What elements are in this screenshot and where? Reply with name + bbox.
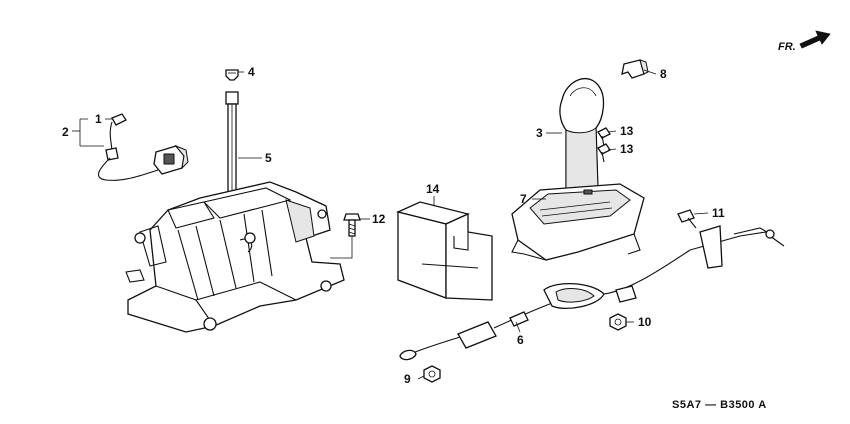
callout-14: 14	[426, 182, 440, 196]
callout-9: 9	[404, 372, 411, 386]
callout-4: 4	[248, 65, 255, 79]
bolt-11	[677, 209, 697, 229]
callout-2: 2	[62, 125, 69, 139]
front-direction-label: FR.	[778, 41, 796, 53]
leader-lines	[72, 69, 709, 380]
shift-knob	[559, 78, 605, 197]
screws-13	[597, 127, 611, 163]
diagram-code: S5A7 — B3500 A	[672, 399, 767, 411]
clip-part	[225, 69, 239, 81]
callout-13-lower: 13	[620, 142, 634, 156]
callout-12: 12	[372, 212, 386, 226]
shift-base-assembly	[125, 181, 345, 333]
callout-8: 8	[660, 67, 667, 81]
foam-pad	[396, 201, 493, 301]
nut-10	[609, 313, 627, 331]
nut-9	[423, 365, 441, 383]
bolt-12	[343, 213, 361, 237]
callout-1: 1	[95, 112, 102, 126]
callout-5: 5	[265, 151, 272, 165]
indicator-panel	[511, 183, 645, 261]
callouts: 1 2 3 4 5 6 7 8 9 10 11 12 13 13 14	[62, 65, 725, 386]
clip-8	[621, 59, 649, 79]
shift-cable	[399, 225, 785, 361]
callout-3: 3	[536, 126, 543, 140]
front-direction-indicator: FR.	[778, 30, 831, 53]
front-arrow-icon	[799, 30, 831, 49]
callout-11: 11	[712, 206, 725, 220]
callout-13-upper: 13	[620, 124, 634, 138]
harness-part	[97, 113, 189, 181]
callout-7: 7	[520, 192, 527, 206]
callout-6: 6	[517, 333, 524, 347]
callout-10: 10	[638, 315, 652, 329]
